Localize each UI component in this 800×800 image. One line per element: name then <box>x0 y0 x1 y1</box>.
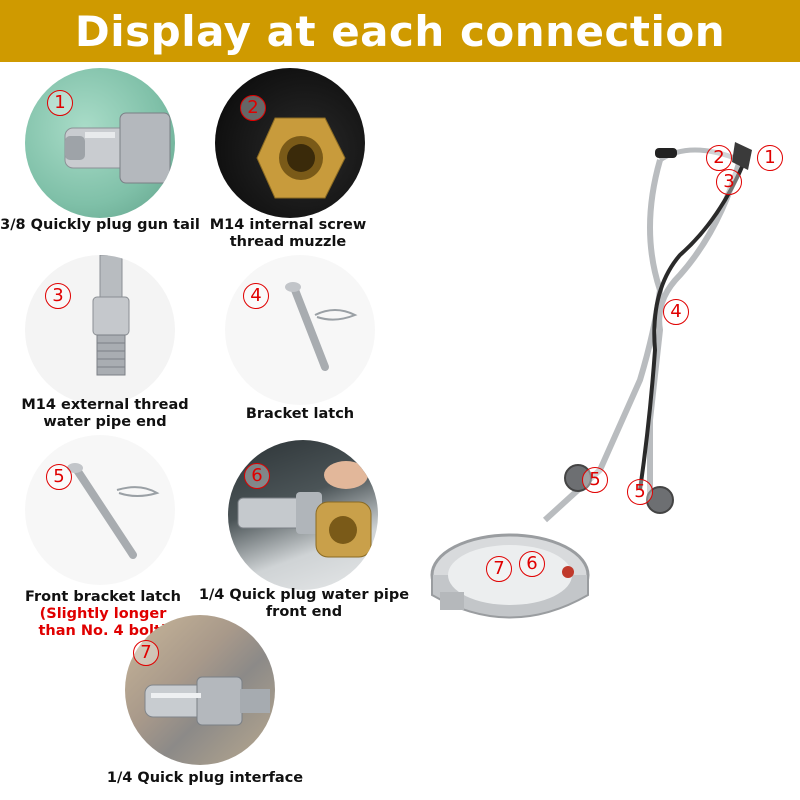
diagram-marker-3: 3 <box>716 169 742 195</box>
diagram-marker-5a: 5 <box>582 467 608 493</box>
diagram-marker-7: 7 <box>486 556 512 582</box>
diagram-marker-1: 1 <box>757 145 783 171</box>
part-5-note-line1: (Slightly longer <box>39 606 167 622</box>
part-6-photo <box>228 440 378 590</box>
diagram-marker-4: 4 <box>663 299 689 325</box>
part-4-caption: Bracket latch <box>245 406 355 422</box>
threaded-pipe-end-icon <box>92 255 130 376</box>
part-2-caption: M14 internal screw thread muzzle <box>168 217 408 251</box>
part-7-badge: 7 <box>133 640 159 666</box>
part-1-caption: 3/8 Quickly plug gun tail <box>0 217 200 233</box>
part-6-caption: 1/4 Quick plug water pipe front end <box>184 587 424 621</box>
front-bracket-pin-icon <box>67 463 160 559</box>
part-5-photo <box>25 435 175 585</box>
quick-plug-fitting-icon <box>64 112 171 184</box>
page-title: Display at each connection <box>74 6 726 56</box>
part-3-photo <box>25 255 175 405</box>
quick-plug-water-pipe-icon <box>237 461 372 558</box>
part-5-badge: 5 <box>46 464 72 490</box>
part-2-caption-line2: thread muzzle <box>229 234 347 250</box>
part-5-caption-label: Front bracket latch <box>25 589 181 605</box>
diagram-marker-6: 6 <box>519 551 545 577</box>
part-2-photo <box>215 68 365 218</box>
bracket-pin-icon <box>285 282 358 371</box>
part-1-photo <box>25 68 175 218</box>
part-2-badge: 2 <box>240 95 266 121</box>
part-4-badge: 4 <box>243 283 269 309</box>
part-7-caption: 1/4 Quick plug interface <box>106 770 304 786</box>
brass-nut-icon <box>256 117 346 199</box>
part-7-photo <box>125 615 275 765</box>
part-3-badge: 3 <box>45 283 71 309</box>
part-5-caption: Front bracket latch (Slightly longer tha… <box>0 589 223 640</box>
part-6-caption-line1: 1/4 Quick plug water pipe <box>198 587 410 603</box>
diagram-marker-5b: 5 <box>627 479 653 505</box>
quick-plug-interface-icon <box>144 676 270 726</box>
part-6-caption-line2: front end <box>265 604 343 620</box>
part-6-badge: 6 <box>244 463 270 489</box>
part-1-badge: 1 <box>47 90 73 116</box>
part-3-caption-line2: water pipe end <box>43 414 167 430</box>
diagram-marker-2: 2 <box>706 145 732 171</box>
part-3-caption-line1: M14 external thread <box>21 397 189 413</box>
part-5-note-line2: than No. 4 bolt) <box>38 623 168 639</box>
part-3-caption: M14 external thread water pipe end <box>0 397 225 431</box>
part-4-photo <box>225 255 375 405</box>
part-2-caption-line1: M14 internal screw <box>209 217 367 233</box>
title-banner: Display at each connection <box>0 0 800 62</box>
